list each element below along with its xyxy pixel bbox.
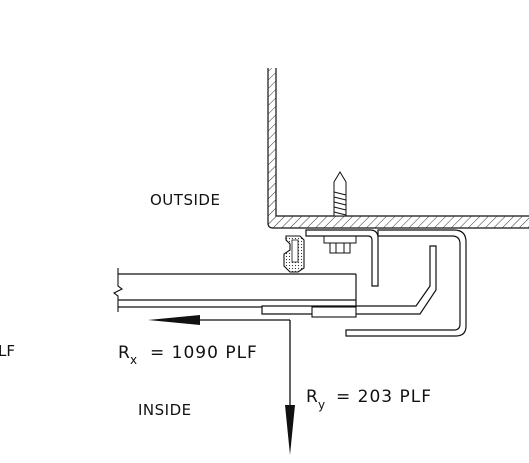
ry-subscript: y: [318, 398, 325, 412]
ry-symbol: R: [306, 387, 318, 407]
ry-value-label: = 203 PLF: [336, 387, 432, 407]
left-edge-fragment-label: LF: [0, 342, 15, 360]
angle-clip: [305, 229, 379, 287]
j-channel: [345, 229, 467, 337]
rx-value-label: = 1090 PLF: [150, 343, 258, 363]
glass-panel: [112, 268, 357, 312]
rx-subscript: x: [130, 353, 137, 367]
setting-block: [311, 306, 357, 318]
rx-symbol: R: [118, 343, 130, 363]
gasket-seal: [283, 235, 305, 273]
wall-panel: [267, 68, 529, 229]
ry-arrow: [285, 320, 295, 455]
screw-fastener: [323, 171, 357, 254]
inner-clip: [261, 245, 437, 315]
rx-arrow: [148, 315, 290, 325]
inside-label: INSIDE: [138, 401, 192, 419]
outside-label: OUTSIDE: [150, 191, 220, 209]
